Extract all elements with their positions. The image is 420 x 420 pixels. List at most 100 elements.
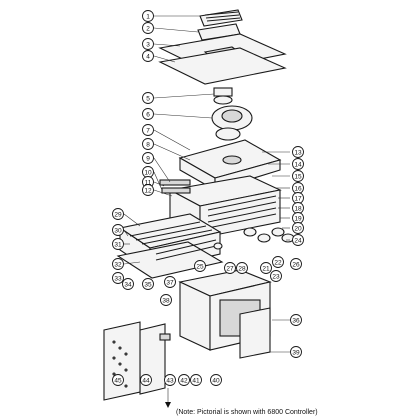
callout-circle (236, 262, 248, 274)
callout-7: 7 (142, 124, 154, 136)
callout-27: 27 (224, 262, 236, 274)
callout-circle (290, 258, 302, 270)
callout-28: 28 (236, 262, 248, 274)
callout-circle (292, 146, 304, 158)
callout-38: 38 (160, 294, 172, 306)
callout-number: 21 (262, 265, 270, 272)
callout-20: 20 (292, 222, 304, 234)
callout-number: 35 (144, 281, 152, 288)
callout-circle (164, 276, 176, 288)
callout-circle (142, 50, 154, 62)
callout-13: 13 (292, 146, 304, 158)
callout-number: 44 (142, 377, 150, 384)
callout-circle (272, 256, 284, 268)
callout-circle (142, 278, 154, 290)
callout-34: 34 (122, 278, 134, 290)
callout-24: 24 (292, 234, 304, 246)
callout-number: 5 (146, 95, 150, 102)
manifold-pipes (159, 179, 191, 194)
callout-number: 43 (166, 377, 174, 384)
blower-assembly (211, 105, 253, 141)
callout-25: 25 (194, 260, 206, 272)
callout-number: 40 (212, 377, 220, 384)
callout-circle (112, 272, 124, 284)
callout-circle (178, 374, 190, 386)
callout-circle (122, 278, 134, 290)
callout-circle (142, 152, 154, 164)
callout-42: 42 (178, 374, 190, 386)
callout-number: 15 (294, 173, 302, 180)
inner-lid (158, 47, 287, 85)
callout-33: 33 (112, 272, 124, 284)
pictorial-note-text: (Note: Pictorial is shown with 6800 Cont… (176, 409, 318, 416)
callout-3: 3 (142, 38, 154, 50)
callout-number: 20 (294, 225, 302, 232)
callout-number: 9 (146, 155, 150, 162)
callout-circle (142, 138, 154, 150)
callout-circle (142, 10, 154, 22)
callout-circle (292, 234, 304, 246)
callout-circle (292, 158, 304, 170)
callout-number: 28 (238, 265, 246, 272)
callout-16: 16 (292, 182, 304, 194)
callout-number: 3 (146, 41, 150, 48)
callout-number: 26 (292, 261, 300, 268)
callout-number: 10 (144, 169, 152, 176)
callout-9: 9 (142, 152, 154, 164)
callout-4: 4 (142, 50, 154, 62)
callout-number: 16 (294, 185, 302, 192)
callout-circle (112, 238, 124, 250)
callout-number: 41 (192, 377, 200, 384)
callout-circle (224, 262, 236, 274)
callout-labels: 1234567891011121314151617181920212223242… (112, 10, 304, 386)
callout-circle (292, 170, 304, 182)
burners (129, 221, 217, 261)
callout-number: 14 (294, 161, 302, 168)
side-panel-left (103, 321, 141, 401)
callout-17: 17 (292, 192, 304, 204)
callout-number: 39 (292, 349, 300, 356)
callout-19: 19 (292, 212, 304, 224)
callout-number: 17 (294, 195, 302, 202)
callout-8: 8 (142, 138, 154, 150)
callout-26: 26 (290, 258, 302, 270)
callout-number: 1 (146, 13, 150, 20)
callout-circle (160, 294, 172, 306)
callout-number: 7 (146, 127, 150, 134)
callout-39: 39 (290, 346, 302, 358)
callout-number: 32 (114, 261, 122, 268)
callout-36: 36 (290, 314, 302, 326)
callout-number: 31 (114, 241, 122, 248)
callout-circle (142, 184, 154, 196)
callout-18: 18 (292, 202, 304, 214)
callout-40: 40 (210, 374, 222, 386)
callout-circle (112, 374, 124, 386)
callout-45: 45 (112, 374, 124, 386)
callout-circle (112, 208, 124, 220)
callout-10: 10 (142, 166, 154, 178)
callout-circle (142, 38, 154, 50)
callout-circle (290, 346, 302, 358)
callout-circle (140, 374, 152, 386)
callout-number: 23 (272, 273, 280, 280)
callout-43: 43 (164, 374, 176, 386)
callout-circle (142, 108, 154, 120)
side-panel-right (239, 307, 271, 359)
callout-circle (194, 260, 206, 272)
callout-32: 32 (112, 258, 124, 270)
burner-tray (116, 213, 224, 279)
callout-number: 4 (146, 53, 150, 60)
callout-37: 37 (164, 276, 176, 288)
callout-15: 15 (292, 170, 304, 182)
callout-number: 29 (114, 211, 122, 218)
callout-44: 44 (140, 374, 152, 386)
callout-21: 21 (260, 262, 272, 274)
flue-fitting (213, 87, 233, 105)
callout-circle (142, 124, 154, 136)
callout-5: 5 (142, 92, 154, 104)
callout-circle (112, 224, 124, 236)
callout-6: 6 (142, 108, 154, 120)
callout-number: 18 (294, 205, 302, 212)
top-vent-grille (199, 9, 243, 27)
